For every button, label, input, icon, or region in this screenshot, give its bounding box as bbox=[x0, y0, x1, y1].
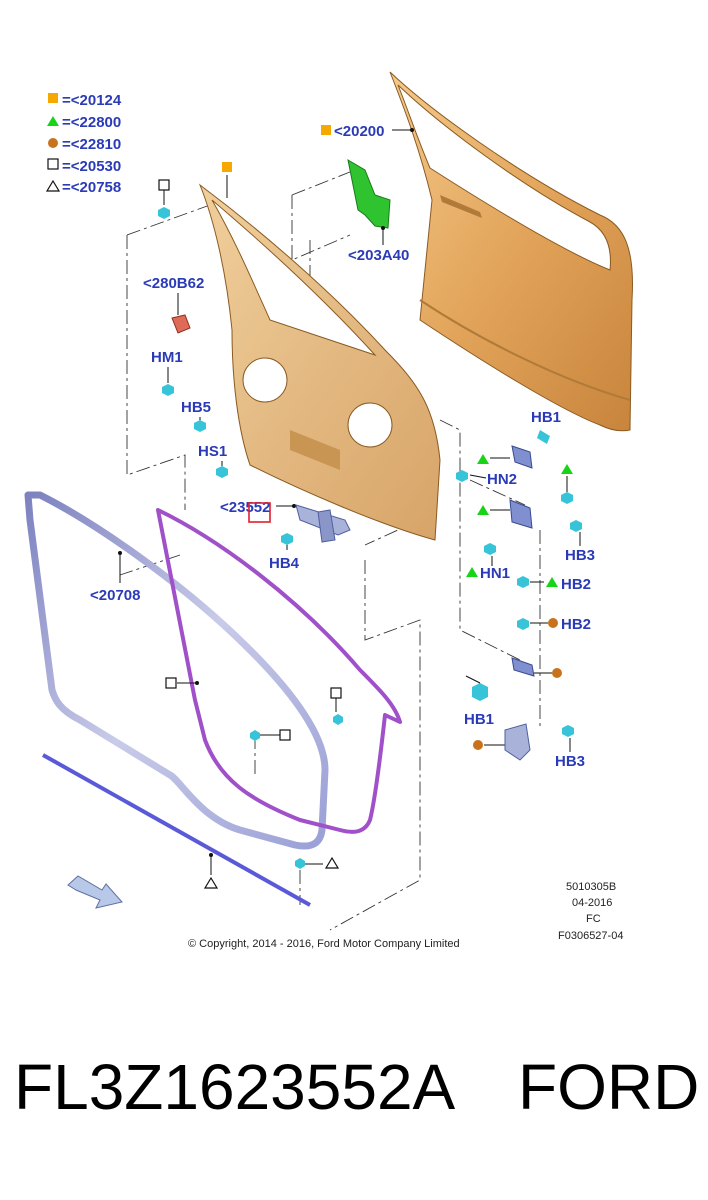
meta-line-3: FC bbox=[586, 913, 601, 925]
fastener-callouts-left: HM1 HB5 HS1 bbox=[151, 179, 228, 478]
legend-circle-filled-icon bbox=[48, 138, 58, 148]
hb2-a-label: HB2 bbox=[561, 576, 591, 593]
clip-280b62: <280B62 bbox=[143, 275, 204, 334]
hb1-bottom-label: HB1 bbox=[464, 711, 494, 728]
open-triangle-icon-right bbox=[324, 856, 340, 869]
hinge-circle-icon bbox=[552, 668, 562, 678]
legend-text-20530: =<20530 bbox=[62, 158, 121, 175]
callout-square-filled-icon bbox=[321, 125, 331, 135]
triangle-filled-icon-right bbox=[561, 464, 573, 474]
drawing-metadata: 5010305B 04-2016 FC F0306527-04 bbox=[558, 881, 623, 942]
triangle-filled-icon-hinge bbox=[477, 505, 489, 515]
hb1-top-label: HB1 bbox=[531, 409, 561, 426]
hn1-label: HN1 bbox=[480, 565, 510, 582]
outer-door-panel bbox=[389, 71, 633, 432]
callout-square-filled-top-icon bbox=[222, 162, 232, 172]
meta-line-2: 04-2016 bbox=[572, 897, 612, 909]
bracket-label: <203A40 bbox=[348, 247, 409, 264]
hm1-label: HM1 bbox=[151, 349, 183, 366]
legend-square-open-icon bbox=[47, 158, 59, 170]
copyright-text: © Copyright, 2014 - 2016, Ford Motor Com… bbox=[188, 938, 460, 950]
footer-bar: FL3Z1623552A FORD bbox=[0, 1055, 708, 1165]
weatherstrip-inner bbox=[156, 508, 402, 834]
hs1-label: HS1 bbox=[198, 443, 227, 460]
hb4-label: HB4 bbox=[269, 555, 300, 572]
legend-text-22800: =<22800 bbox=[62, 114, 121, 131]
hb3-circle-icon bbox=[473, 740, 483, 750]
assembly-lines bbox=[119, 167, 541, 931]
meta-line-4: F0306527-04 bbox=[558, 930, 623, 942]
weatherstrip-label: <20708 bbox=[90, 587, 140, 604]
part-number: FL3Z1623552A bbox=[14, 1051, 456, 1123]
legend-text-20124: =<20124 bbox=[62, 92, 122, 109]
meta-line-1: 5010305B bbox=[566, 881, 616, 893]
direction-arrow-icon bbox=[67, 875, 123, 909]
open-triangle-icon-strip bbox=[203, 876, 219, 889]
hb3-bottom-label: HB3 bbox=[555, 753, 585, 770]
legend-text-22810: =<22810 bbox=[62, 136, 121, 153]
inner-door-frame bbox=[198, 183, 441, 541]
weatherstrip-outer-callout: <20708 bbox=[90, 551, 140, 604]
open-square-icon-top bbox=[158, 179, 170, 191]
hb3-top-label: HB3 bbox=[565, 547, 595, 564]
lower-strip bbox=[42, 753, 340, 907]
open-square-icon-inner bbox=[165, 677, 177, 689]
hb5-label: HB5 bbox=[181, 399, 211, 416]
open-square-icon-right bbox=[330, 687, 342, 699]
hb2-a-triangle-icon bbox=[546, 577, 558, 587]
brand-name: FORD bbox=[518, 1051, 700, 1123]
legend-text-20758: =<20758 bbox=[62, 179, 121, 196]
check-arm-23552: <23552 HB4 bbox=[220, 499, 351, 572]
legend-triangle-open-icon bbox=[45, 179, 61, 192]
highlight-box bbox=[248, 502, 271, 523]
clip-280b62-label: <280B62 bbox=[143, 275, 204, 292]
hinge-assembly: HB1 HN2 HB3 HN1 HB2 HB2 HB1 bbox=[456, 409, 595, 770]
open-square-icon-bottom bbox=[279, 729, 291, 741]
hn1-triangle-icon bbox=[466, 567, 478, 577]
legend-square-filled-icon bbox=[48, 93, 58, 103]
weatherstrip-outer bbox=[24, 491, 329, 850]
legend-triangle-filled-icon bbox=[47, 116, 59, 126]
hb2-b-label: HB2 bbox=[561, 616, 591, 633]
hn2-label: HN2 bbox=[487, 471, 517, 488]
hn2-triangle-icon bbox=[477, 454, 489, 464]
bracket-part: <203A40 bbox=[347, 159, 409, 264]
exploded-door-diagram: =<20124 =<22800 =<22810 =<20530 =<20758 … bbox=[24, 71, 633, 950]
legend: =<20124 =<22800 =<22810 =<20530 =<20758 bbox=[45, 92, 122, 196]
outer-panel-label: <20200 bbox=[334, 123, 384, 140]
check-arm-label: <23552 bbox=[220, 499, 270, 516]
hb2-b-circle-icon bbox=[548, 618, 558, 628]
outer-panel-callout: <20200 bbox=[321, 123, 414, 140]
